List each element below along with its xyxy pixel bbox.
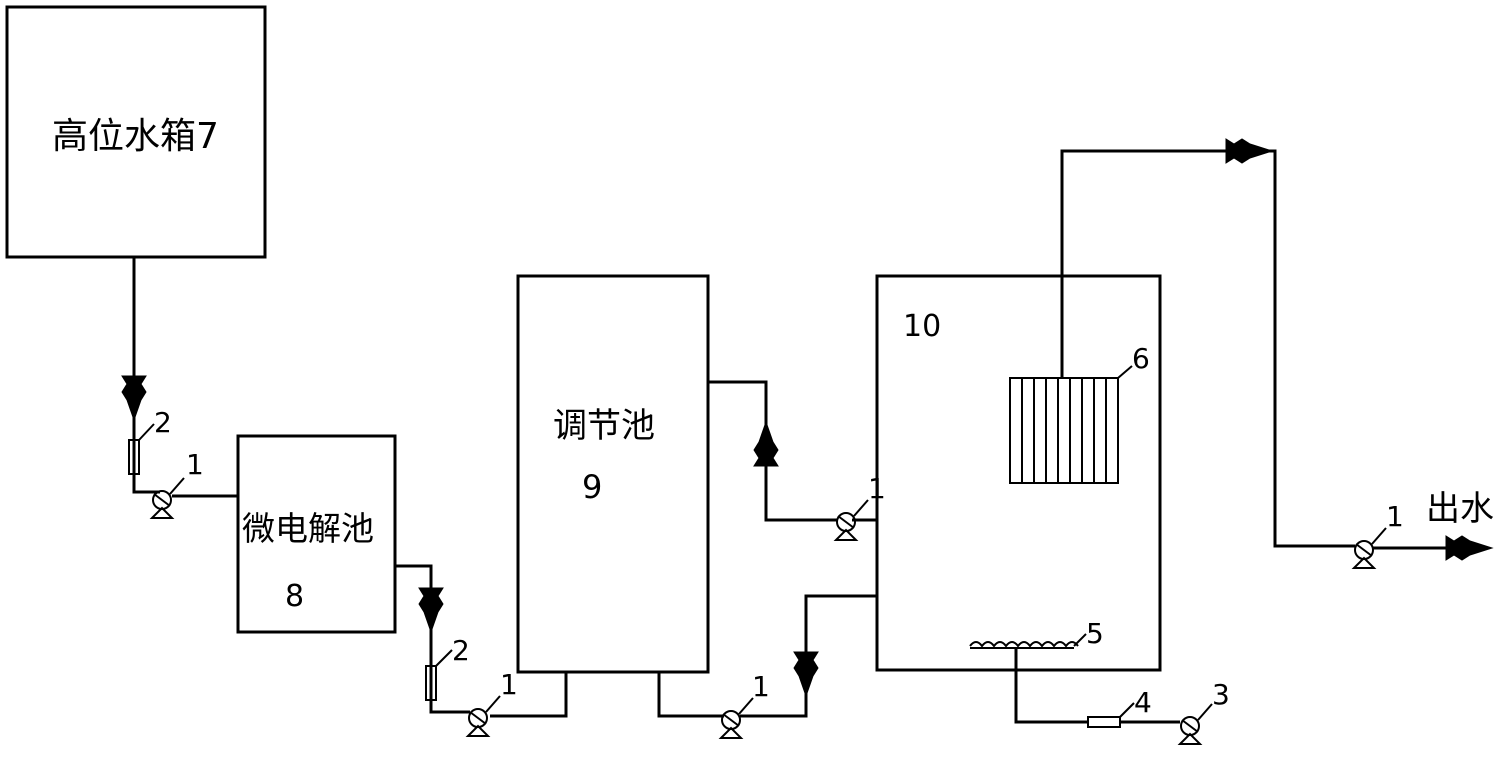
regulating-tank-label: 调节池: [553, 406, 655, 446]
air-pump-number: 3: [1212, 678, 1230, 711]
regulating-tank-number: 9: [582, 468, 602, 506]
arrow-down-icon: [793, 651, 819, 698]
pump-return-number: 1: [868, 472, 886, 505]
pump-return: 1: [833, 472, 886, 541]
reactor-number: 10: [903, 309, 941, 344]
aerator-number: 5: [1086, 617, 1104, 650]
aerator: 5: [969, 617, 1104, 650]
pump-feed-1: 1: [149, 448, 204, 519]
arrow-down-icon: [121, 375, 147, 422]
pump-transfer-number: 1: [752, 670, 770, 703]
outlet-label: 出水: [1426, 489, 1494, 529]
flow-arrows: [121, 138, 1494, 698]
arrow-right-icon: [1225, 138, 1274, 164]
high-tank: 高位水箱7: [5, 5, 267, 259]
micro-electrolysis-number: 8: [285, 579, 304, 614]
membrane-module-number: 6: [1132, 342, 1150, 375]
high-tank-label: 高位水箱7: [52, 116, 219, 157]
flowmeter-2-number: 2: [452, 634, 470, 667]
micro-electrolysis-tank: 微电解池 8: [236, 434, 397, 634]
flowmeter-1-number: 2: [154, 406, 172, 439]
pump-feed-2: 1: [465, 668, 518, 737]
micro-electrolysis-label: 微电解池: [242, 509, 374, 548]
regulating-tank: 调节池 9: [516, 274, 710, 674]
flowmeter-1: 2: [128, 406, 172, 475]
arrow-down-icon: [418, 587, 444, 634]
flowmeter-2: 2: [425, 634, 470, 701]
pump-transfer: 1: [718, 670, 770, 739]
pump-feed-2-number: 1: [500, 668, 518, 701]
air-flowmeter: 4: [1087, 686, 1152, 728]
pump-outlet-number: 1: [1386, 500, 1404, 533]
reactor-tank: 10: [875, 274, 1162, 672]
membrane-module: 6: [1009, 342, 1150, 484]
pump-outlet: 1: [1351, 500, 1404, 569]
air-pump: 3: [1177, 678, 1230, 745]
arrow-up-icon: [753, 420, 779, 467]
arrow-right-icon: [1445, 535, 1494, 561]
pump-feed-1-number: 1: [186, 448, 204, 481]
air-flowmeter-number: 4: [1134, 686, 1152, 719]
